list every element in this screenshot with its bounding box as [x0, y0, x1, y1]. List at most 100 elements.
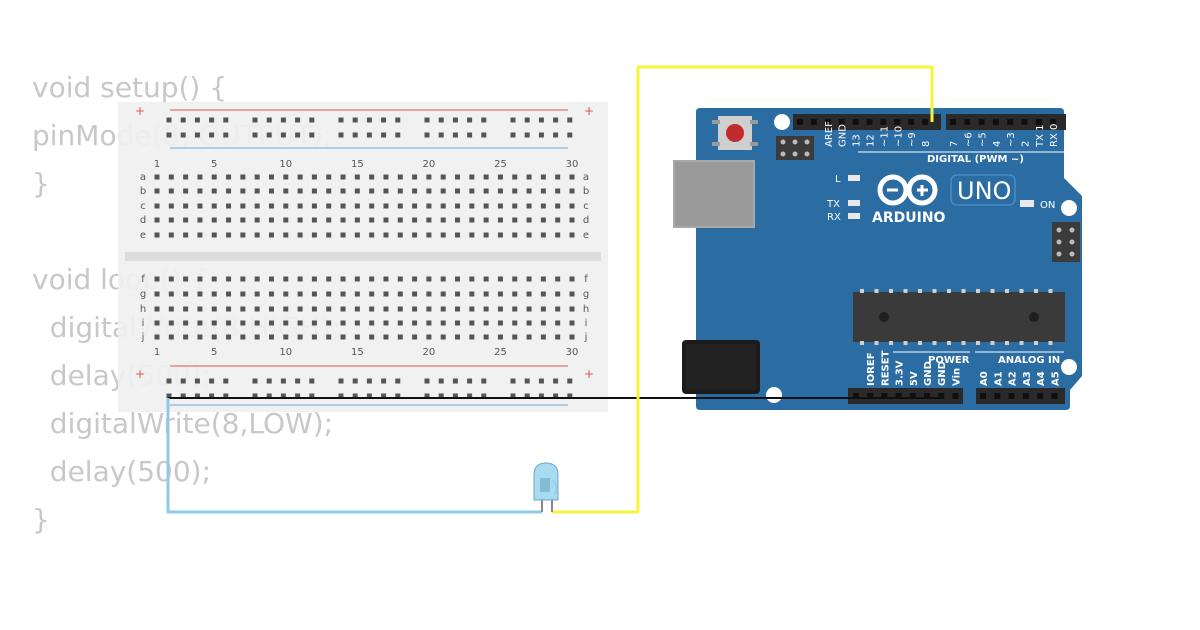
- breadboard-hole[interactable]: [254, 232, 260, 238]
- breadboard-hole[interactable]: [412, 291, 418, 297]
- breadboard-hole[interactable]: [183, 320, 189, 326]
- breadboard-hole[interactable]: [283, 217, 289, 223]
- header-pin[interactable]: [978, 119, 985, 125]
- breadboard-hole[interactable]: [226, 232, 232, 238]
- breadboard-hole[interactable]: [426, 306, 432, 312]
- header-pin[interactable]: [922, 119, 929, 125]
- breadboard-hole[interactable]: [369, 306, 375, 312]
- rail-hole[interactable]: [338, 117, 344, 123]
- breadboard-hole[interactable]: [526, 217, 532, 223]
- header-pin[interactable]: [1037, 393, 1044, 399]
- breadboard-hole[interactable]: [497, 334, 503, 340]
- breadboard-hole[interactable]: [154, 217, 160, 223]
- breadboard-hole[interactable]: [197, 276, 203, 282]
- breadboard-hole[interactable]: [469, 188, 475, 194]
- header-pin[interactable]: [1051, 393, 1058, 399]
- breadboard-hole[interactable]: [426, 291, 432, 297]
- breadboard-hole[interactable]: [254, 188, 260, 194]
- rail-hole[interactable]: [424, 378, 430, 384]
- rail-hole[interactable]: [309, 378, 315, 384]
- breadboard-hole[interactable]: [268, 203, 274, 209]
- rail-hole[interactable]: [266, 393, 272, 399]
- breadboard-hole[interactable]: [240, 320, 246, 326]
- rail-hole[interactable]: [438, 393, 444, 399]
- breadboard-hole[interactable]: [154, 306, 160, 312]
- rail-hole[interactable]: [252, 132, 258, 138]
- breadboard-hole[interactable]: [426, 320, 432, 326]
- breadboard-hole[interactable]: [569, 306, 575, 312]
- breadboard-hole[interactable]: [397, 174, 403, 180]
- breadboard-hole[interactable]: [226, 188, 232, 194]
- breadboard-hole[interactable]: [540, 291, 546, 297]
- rail-hole[interactable]: [524, 393, 530, 399]
- breadboard-hole[interactable]: [483, 203, 489, 209]
- breadboard-hole[interactable]: [469, 174, 475, 180]
- breadboard-hole[interactable]: [226, 334, 232, 340]
- breadboard-hole[interactable]: [226, 320, 232, 326]
- breadboard-hole[interactable]: [268, 320, 274, 326]
- breadboard-hole[interactable]: [412, 320, 418, 326]
- breadboard-hole[interactable]: [397, 276, 403, 282]
- breadboard-hole[interactable]: [183, 203, 189, 209]
- breadboard-hole[interactable]: [497, 174, 503, 180]
- breadboard-hole[interactable]: [497, 276, 503, 282]
- breadboard-hole[interactable]: [540, 232, 546, 238]
- rail-hole[interactable]: [567, 378, 573, 384]
- breadboard-hole[interactable]: [168, 203, 174, 209]
- rail-hole[interactable]: [295, 117, 301, 123]
- breadboard-hole[interactable]: [555, 334, 561, 340]
- rail-hole[interactable]: [524, 378, 530, 384]
- breadboard-hole[interactable]: [526, 320, 532, 326]
- breadboard-hole[interactable]: [369, 203, 375, 209]
- breadboard-hole[interactable]: [540, 188, 546, 194]
- breadboard-hole[interactable]: [455, 334, 461, 340]
- rail-hole[interactable]: [223, 132, 229, 138]
- breadboard-hole[interactable]: [240, 217, 246, 223]
- breadboard-hole[interactable]: [540, 320, 546, 326]
- rail-hole[interactable]: [395, 393, 401, 399]
- breadboard-hole[interactable]: [211, 232, 217, 238]
- breadboard-hole[interactable]: [197, 334, 203, 340]
- breadboard-hole[interactable]: [183, 188, 189, 194]
- breadboard-hole[interactable]: [211, 174, 217, 180]
- breadboard-hole[interactable]: [183, 334, 189, 340]
- breadboard-hole[interactable]: [569, 174, 575, 180]
- breadboard-hole[interactable]: [497, 203, 503, 209]
- header-pin[interactable]: [853, 393, 859, 399]
- breadboard-hole[interactable]: [311, 306, 317, 312]
- breadboard-hole[interactable]: [340, 291, 346, 297]
- rail-hole[interactable]: [180, 117, 186, 123]
- rail-hole[interactable]: [280, 393, 286, 399]
- rail-hole[interactable]: [180, 393, 186, 399]
- yellow-wire[interactable]: [552, 65, 934, 514]
- rail-hole[interactable]: [567, 117, 573, 123]
- breadboard-hole[interactable]: [483, 291, 489, 297]
- rail-hole[interactable]: [438, 378, 444, 384]
- rail-hole[interactable]: [452, 378, 458, 384]
- rail-hole[interactable]: [280, 117, 286, 123]
- breadboard-hole[interactable]: [297, 320, 303, 326]
- breadboard-hole[interactable]: [326, 306, 332, 312]
- breadboard-hole[interactable]: [483, 217, 489, 223]
- rail-hole[interactable]: [395, 132, 401, 138]
- header-pin[interactable]: [894, 119, 901, 125]
- breadboard-hole[interactable]: [397, 232, 403, 238]
- breadboard-hole[interactable]: [483, 320, 489, 326]
- rail-hole[interactable]: [438, 132, 444, 138]
- breadboard-hole[interactable]: [183, 276, 189, 282]
- breadboard-hole[interactable]: [440, 217, 446, 223]
- breadboard-hole[interactable]: [440, 174, 446, 180]
- breadboard-hole[interactable]: [197, 217, 203, 223]
- breadboard-hole[interactable]: [254, 174, 260, 180]
- breadboard-hole[interactable]: [311, 203, 317, 209]
- rail-hole[interactable]: [424, 117, 430, 123]
- breadboard-hole[interactable]: [354, 188, 360, 194]
- breadboard-hole[interactable]: [369, 334, 375, 340]
- breadboard-hole[interactable]: [254, 306, 260, 312]
- rail-hole[interactable]: [366, 117, 372, 123]
- breadboard-hole[interactable]: [154, 320, 160, 326]
- breadboard-hole[interactable]: [383, 174, 389, 180]
- breadboard-hole[interactable]: [412, 232, 418, 238]
- header-pin[interactable]: [994, 393, 1001, 399]
